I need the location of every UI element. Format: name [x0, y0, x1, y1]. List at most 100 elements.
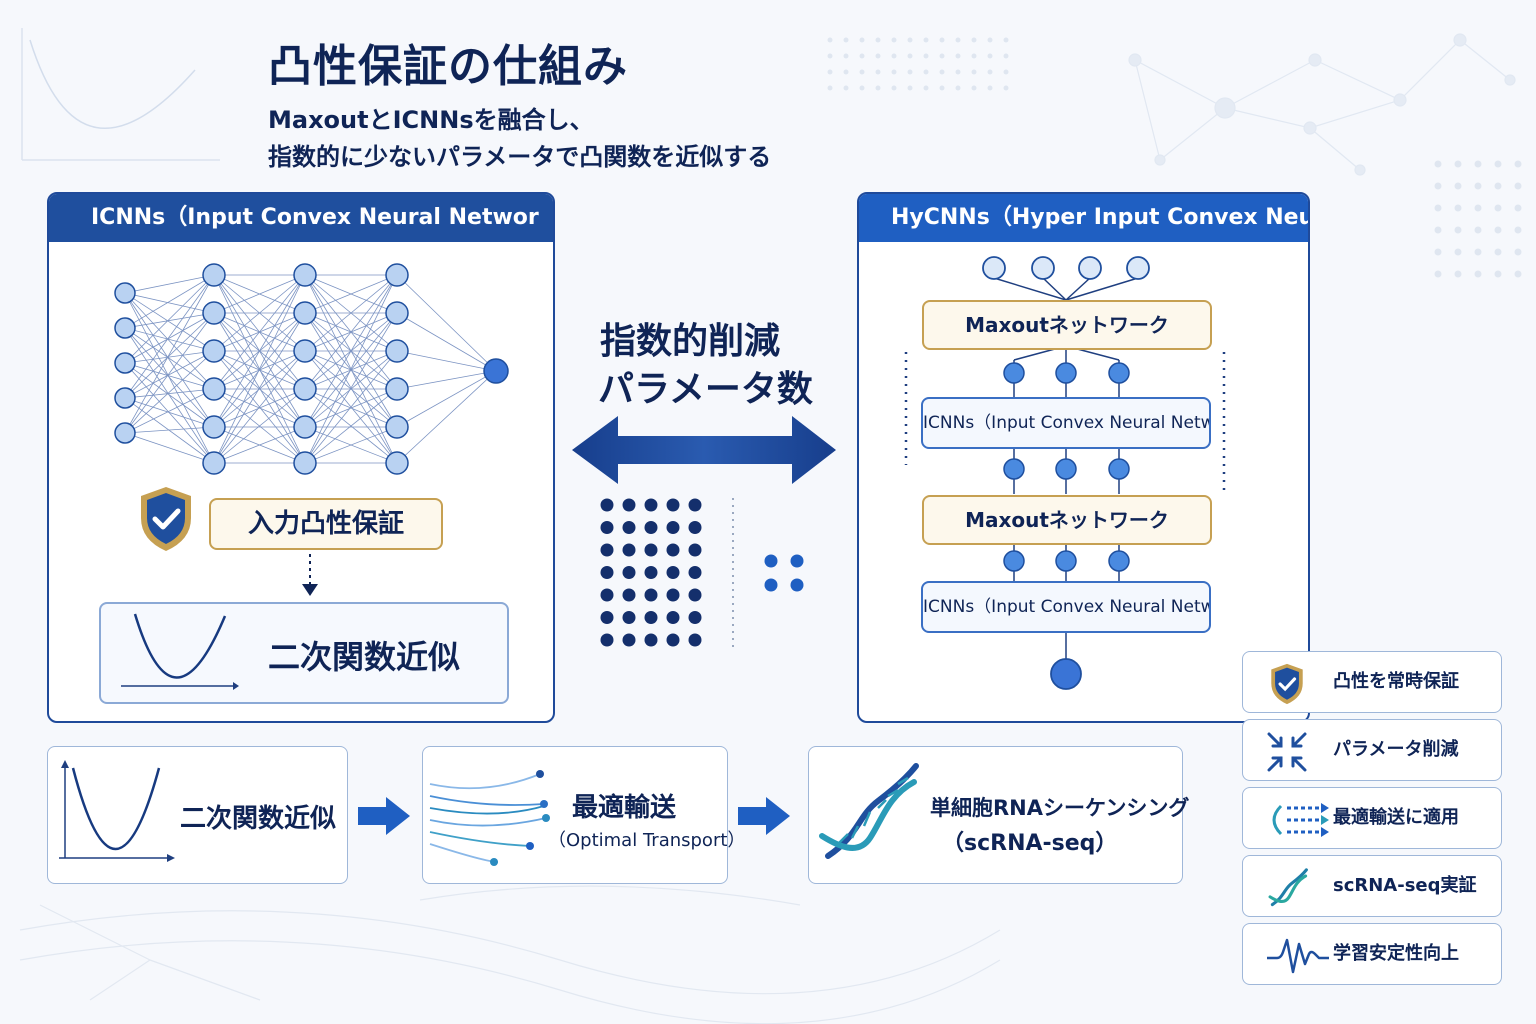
network-node [202, 301, 226, 325]
connection [304, 274, 398, 352]
waveform-icon [1267, 938, 1329, 974]
background-dot [1434, 204, 1442, 212]
background-dot [939, 53, 945, 59]
connection [124, 327, 215, 390]
background-dot [1514, 204, 1522, 212]
connection [213, 350, 306, 428]
benefit-scrna-validation: scRNA-seq実証 [1242, 855, 1502, 917]
quadratic-approx-label: 二次関数近似 [268, 638, 461, 676]
connection [396, 370, 497, 464]
connection [213, 274, 306, 428]
background-dot [1003, 85, 1009, 91]
background-dot [1474, 226, 1482, 234]
network-node [202, 451, 226, 475]
background-dot [1434, 248, 1442, 256]
connection [304, 274, 398, 464]
connection [213, 274, 306, 352]
compress-arrows-icon [1267, 732, 1307, 772]
connection [396, 350, 497, 372]
connection [1042, 277, 1067, 301]
parameter-dot [622, 566, 636, 579]
background-dot [1003, 69, 1009, 75]
connection [396, 274, 497, 372]
background-dot [907, 85, 913, 91]
background-dot [859, 85, 865, 91]
quadratic-curve-icon [121, 613, 239, 690]
background-dot [827, 37, 833, 43]
hycnn-panel-title: HyCNNs（Hyper Input Convex Neural [859, 194, 1308, 242]
connection [304, 388, 398, 428]
connection [304, 312, 398, 464]
flow-step-optimal-transport [422, 746, 728, 884]
network-node [202, 263, 226, 287]
hidden-node [1055, 362, 1077, 384]
benefit-label: 学習安定性向上 [1333, 943, 1459, 964]
icnn-panel-title: ICNNs（Input Convex Neural Networ [49, 194, 553, 242]
background-dot [923, 69, 929, 75]
maxout-block-1: Maxoutネットワーク [922, 300, 1212, 350]
network-node [385, 415, 409, 439]
connection [124, 327, 215, 428]
background-dot [843, 85, 849, 91]
flow-arrow-1 [358, 797, 410, 835]
double-arrow [572, 416, 836, 484]
transport-flow-icon [429, 770, 550, 866]
parameter-dot [644, 543, 658, 557]
background-dot [1474, 204, 1482, 212]
hidden-node [1108, 362, 1130, 384]
background-dot [891, 37, 897, 43]
parameter-dot [622, 498, 636, 512]
parameter-dot [644, 633, 658, 647]
background-dot [1434, 160, 1442, 168]
connection [1065, 277, 1091, 301]
flow-step-scrna [808, 746, 1183, 884]
connection [124, 327, 215, 352]
connection [304, 350, 398, 428]
scrna-title: 単細胞RNAシーケンシング [930, 796, 1190, 820]
output-node [483, 358, 509, 384]
connection [396, 312, 497, 372]
connection [124, 432, 215, 464]
background-dot [875, 37, 881, 43]
background-dot [1494, 204, 1502, 212]
background-dot [987, 69, 993, 75]
benefit-label: パラメータ削減 [1333, 739, 1459, 760]
network-node [114, 422, 136, 444]
connection [213, 350, 306, 464]
subtitle-line-2: 指数的に少ないパラメータで凸関数を近似する [268, 143, 772, 171]
benefit-label: 最適輸送に適用 [1333, 807, 1459, 828]
hidden-node [1108, 458, 1130, 480]
quadratic-curve-icon [59, 760, 175, 862]
background-dot [1454, 248, 1462, 256]
parameter-dot [600, 588, 614, 602]
background-dot [1494, 270, 1502, 278]
parameter-dot [644, 498, 658, 512]
network-node [385, 263, 409, 287]
connection [124, 362, 215, 464]
background-dot [939, 69, 945, 75]
background-dot [939, 37, 945, 43]
connection [304, 388, 398, 464]
connection [124, 274, 215, 399]
background-dot [907, 53, 913, 59]
parameter-dot [600, 498, 614, 512]
connection [304, 426, 398, 464]
connection [304, 274, 398, 428]
connection [213, 312, 306, 464]
background-dot [1434, 182, 1442, 190]
connection [396, 370, 497, 428]
connection [124, 312, 215, 434]
background-dot [955, 53, 961, 59]
background-dot [1003, 37, 1009, 43]
connection [304, 312, 398, 428]
page-title: 凸性保証の仕組み [268, 41, 628, 92]
hycnn-panel: HyCNNs（Hyper Input Convex Neural [857, 192, 1310, 723]
quadratic-approx-box [99, 602, 509, 704]
parameter-dot [644, 521, 658, 534]
background-dot [955, 85, 961, 91]
network-node [385, 339, 409, 363]
background-dot [907, 69, 913, 75]
background-dot [1514, 248, 1522, 256]
parameter-dot [688, 633, 702, 647]
background-dot [955, 69, 961, 75]
